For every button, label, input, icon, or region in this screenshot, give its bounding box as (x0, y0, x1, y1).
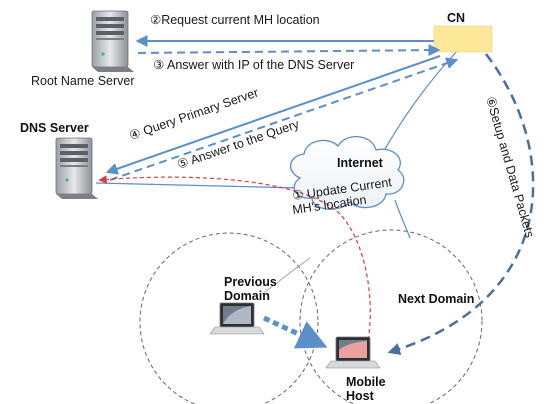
internet-label: Internet (337, 156, 384, 170)
root-name-server-label: Root Name Server (31, 74, 135, 88)
handover-arrow (262, 315, 328, 349)
query-primary-arrow (105, 55, 441, 175)
mobile-host-label-1: Mobile (346, 375, 386, 389)
internet-cloud (290, 136, 405, 210)
cn-label: CN (447, 11, 465, 25)
next-domain-label: Next Domain (398, 292, 474, 306)
previous-domain-label-1: Previous (224, 275, 277, 289)
step3-label: ③ Answer with IP of the DNS Server (153, 58, 354, 72)
internet-to-next-domain-line (394, 199, 411, 239)
update-location-arrow (98, 175, 371, 341)
internet-to-cn-line (377, 49, 459, 163)
mobile-host-label-2: Host (346, 389, 375, 403)
previous-domain-label-2: Domain (224, 289, 270, 303)
next-domain-circle (299, 229, 483, 404)
root-name-server-icon (91, 10, 134, 72)
step2-label: ②Request current MH location (150, 13, 320, 27)
step4-label: ④ Query Primary Server (127, 85, 260, 142)
mobile-host-laptop-icon (325, 336, 381, 369)
dns-to-internet-line (95, 182, 301, 189)
dns-server-icon (55, 137, 98, 199)
step5-label: ⑤ Answer to the Query (175, 117, 301, 172)
step6-label: ⑥Setup and Data Packets (483, 95, 537, 239)
previous-link-line (261, 257, 311, 295)
answer-ip-arrow (137, 44, 441, 57)
dns-server-label: DNS Server (20, 121, 89, 135)
cn-box (433, 25, 493, 53)
answer-query-arrow (109, 57, 459, 181)
previous-laptop-icon (209, 302, 265, 335)
setup-data-packets-arrow (387, 53, 535, 356)
